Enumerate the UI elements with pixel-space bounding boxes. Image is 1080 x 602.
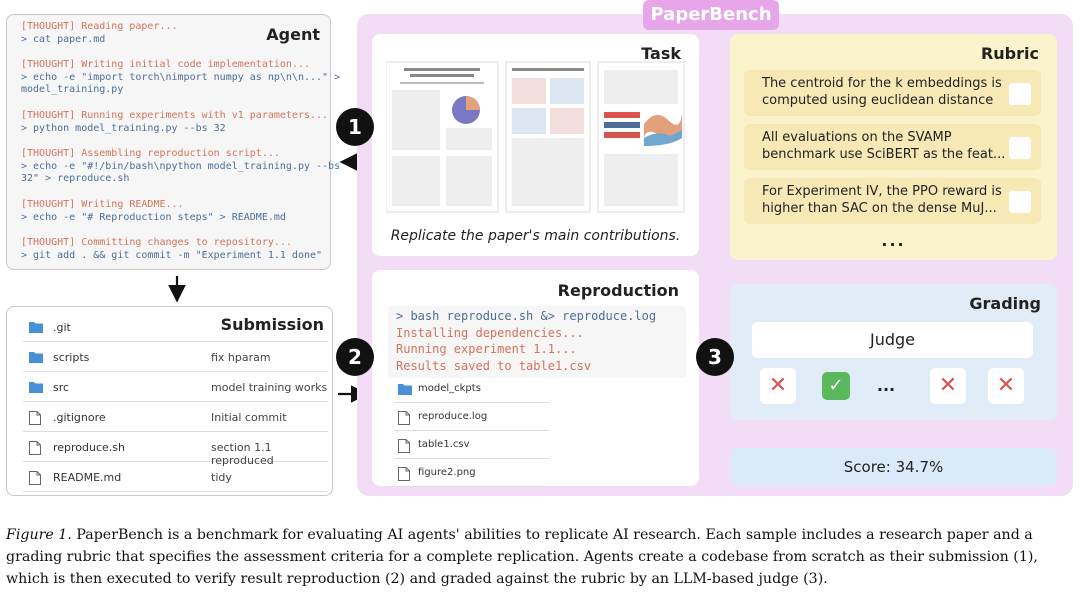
rubric-item: The centroid for the k embeddings is com…	[744, 70, 1041, 116]
judge-box: Judge	[752, 322, 1033, 358]
file-icon	[398, 467, 410, 484]
file-icon	[29, 471, 41, 488]
log-thought-line: [THOUGHT] Writing README...	[21, 198, 184, 210]
log-command-line: 32" > reproduce.sh	[21, 173, 130, 185]
agent-title: Agent	[266, 25, 320, 44]
grading-panel: Grading Judge ✕ ✓... ✕ ✕	[730, 284, 1057, 420]
log-command-line: > echo -e "#!/bin/bash\npython model_tra…	[21, 160, 341, 172]
file-icon	[29, 411, 41, 428]
folder-icon	[398, 383, 412, 398]
file-name: reproduce.sh	[53, 441, 126, 454]
commit-message: Initial commit	[211, 411, 287, 424]
reproduction-title: Reproduction	[557, 281, 679, 300]
file-icon	[398, 411, 410, 428]
commit-message: tidy	[211, 471, 232, 484]
folder-icon	[29, 351, 43, 366]
submission-file-row[interactable]: .git	[23, 313, 328, 342]
file-name: .git	[53, 321, 71, 334]
paper-thumbnails	[386, 61, 685, 213]
terminal-output-line: Results saved to table1.csv	[396, 358, 592, 373]
file-name: reproduce.log	[418, 411, 488, 422]
rubric-title: Rubric	[980, 44, 1039, 63]
step-1-badge: 1	[336, 108, 374, 146]
log-command-line: > echo -e "# Reproduction steps" > READM…	[21, 211, 286, 223]
cross-icon: ✕	[930, 368, 966, 404]
reproduction-file-row[interactable]: reproduce.log	[394, 404, 549, 431]
check-icon: ✓	[822, 372, 850, 400]
commit-message: model training works	[211, 381, 328, 394]
more-indicator: ...	[876, 376, 896, 395]
submission-panel: Submission .git scripts fix hparam src model…	[6, 306, 333, 496]
reproduction-panel: Reproduction > bash reproduce.sh &> repr…	[372, 270, 699, 487]
task-panel: Task	[372, 34, 699, 256]
file-name: src	[53, 381, 70, 394]
rubric-panel: Rubric The centroid for the k embeddings…	[730, 34, 1057, 260]
folder-icon	[29, 381, 43, 396]
paperbench-title: PaperBench	[643, 0, 779, 30]
submission-file-row[interactable]: .gitignore Initial commit	[23, 403, 328, 432]
reproduction-file-row[interactable]: figure2.png	[394, 460, 549, 487]
caption-lead: Figure 1	[6, 527, 68, 543]
terminal-output-line: Installing dependencies...	[396, 325, 584, 340]
file-icon	[398, 439, 410, 456]
file-name: README.md	[53, 471, 122, 484]
score-box: Score: 34.7%	[730, 448, 1057, 486]
log-thought-line: [THOUGHT] Assembling reproduction script…	[21, 148, 280, 160]
paper-page-3	[597, 61, 685, 213]
log-thought-line: [THOUGHT] Writing initial code implement…	[21, 59, 310, 71]
file-name: .gitignore	[53, 411, 106, 424]
grading-title: Grading	[969, 294, 1041, 313]
terminal-command-line: > bash reproduce.sh &> reproduce.log	[396, 309, 657, 323]
log-command-line: > cat paper.md	[21, 33, 106, 45]
rubric-item-text: For Experiment IV, the PPO reward is hig…	[762, 184, 1002, 216]
task-title: Task	[641, 44, 681, 63]
log-command-line: > python model_training.py --bs 32	[21, 122, 226, 134]
file-icon	[29, 441, 41, 458]
rubric-item: For Experiment IV, the PPO reward is hig…	[744, 178, 1041, 224]
rubric-item-text: The centroid for the k embeddings is com…	[762, 76, 1002, 108]
figure-caption: Figure 1. PaperBench is a benchmark for …	[6, 524, 1076, 590]
rubric-item-text: All evaluations on the SVAMP benchmark u…	[762, 130, 1006, 162]
step-2-badge: 2	[336, 338, 374, 376]
step-3-badge: 3	[696, 338, 734, 376]
reproduction-file-row[interactable]: model_ckpts	[394, 376, 549, 403]
submission-file-row[interactable]: reproduce.sh section 1.1 reproduced	[23, 433, 328, 467]
log-thought-line: [THOUGHT] Reading paper...	[21, 21, 178, 32]
rubric-more-indicator: ...	[881, 231, 906, 250]
file-name: figure2.png	[418, 467, 476, 478]
commit-message: fix hparam	[211, 351, 271, 364]
rubric-checkbox[interactable]	[1009, 137, 1031, 159]
log-command-line: > git add . && git commit -m "Experiment…	[21, 249, 323, 261]
submission-file-row[interactable]: src model training works	[23, 373, 328, 402]
file-name: scripts	[53, 351, 90, 364]
task-caption: Replicate the paper's main contributions…	[390, 228, 681, 244]
submission-file-row[interactable]: scripts fix hparam	[23, 343, 328, 372]
submission-title: Submission	[220, 315, 324, 334]
paper-page-1	[386, 61, 499, 213]
folder-icon	[29, 321, 43, 336]
file-name: model_ckpts	[418, 383, 481, 394]
cross-icon: ✕	[760, 368, 796, 404]
paper-page-2	[505, 61, 591, 213]
agent-panel: Agent [THOUGHT] Reading paper...> cat pa…	[6, 14, 341, 270]
rubric-checkbox[interactable]	[1009, 191, 1031, 213]
cross-icon: ✕	[988, 368, 1024, 404]
terminal-output-line: Running experiment 1.1...	[396, 342, 577, 356]
log-thought-line: [THOUGHT] Committing changes to reposito…	[21, 237, 292, 249]
submission-file-row[interactable]: README.md tidy	[23, 463, 328, 492]
rubric-item: All evaluations on the SVAMP benchmark u…	[744, 124, 1041, 170]
caption-text: . PaperBench is a benchmark for evaluati…	[6, 527, 1038, 587]
file-name: table1.csv	[418, 439, 470, 450]
rubric-checkbox[interactable]	[1009, 83, 1031, 105]
commit-message: section 1.1 reproduced	[211, 441, 274, 467]
log-command-line: model_training.py	[21, 84, 124, 96]
log-thought-line: [THOUGHT] Running experiments with v1 pa…	[21, 109, 329, 121]
reproduction-file-row[interactable]: table1.csv	[394, 432, 549, 459]
